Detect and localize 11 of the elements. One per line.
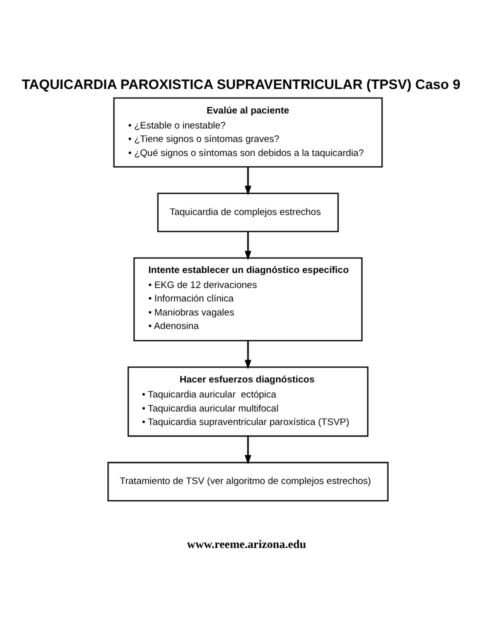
arrow: [244, 436, 251, 465]
label: www.reeme.arizona.edu: [186, 538, 306, 552]
arrow: [244, 340, 251, 370]
arrow: [244, 166, 251, 196]
node-box: Intente establecer un diagnóstico específico • EKG de 12 derivaciones • Información clínica • Maniobras vagales • Adenosina: [132, 257, 362, 342]
node-box: Hacer esfuerzos diagnósticos • Taquicardia auricular ectópica • Taquicardia auricular multifocal • Taquicardia supraventricular paroxística (TSVP): [127, 366, 368, 437]
arrow: [244, 232, 251, 260]
node-box: Taquicardia de complejos estrechos: [156, 192, 338, 232]
diagram-title: TAQUICARDIA PAROXISTICA SUPRAVENTRICULAR (TPSV) Caso 9: [21, 76, 460, 92]
node-box: Evalúe al paciente • ¿Estable o inestable? • ¿Tiene signos o síntomas graves? • ¿Qué signos o síntomas son debidos a la taquicardia?: [112, 97, 382, 168]
node-box: Tratamiento de TSV (ver algoritmo de complejos estrechos): [106, 462, 388, 502]
